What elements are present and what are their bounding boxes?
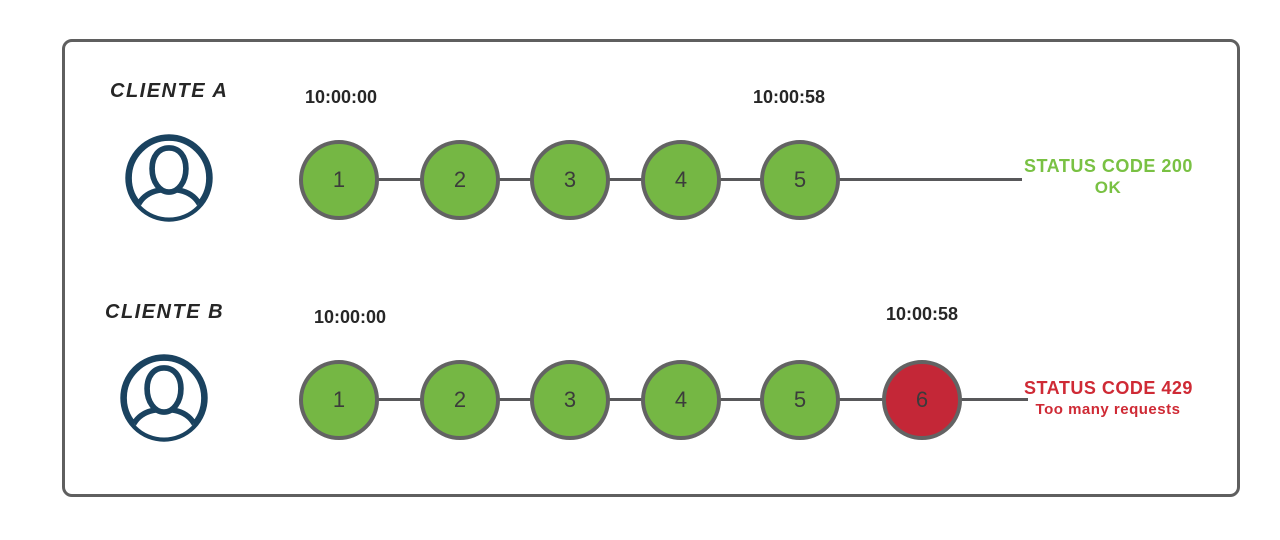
client-b-start-timestamp: 10:00:00 — [313, 307, 387, 327]
request-circle-a1: 1 — [299, 140, 379, 220]
diagram-border-frame — [62, 39, 1240, 497]
request-circle-a5: 5 — [760, 140, 840, 220]
client-b-status-text: STATUS CODE 429 Too many requests — [1024, 377, 1192, 420]
request-circle-b1: 1 — [299, 360, 379, 440]
request-circle-b5: 5 — [760, 360, 840, 440]
request-circle-a4: 4 — [641, 140, 721, 220]
request-circle-b2: 2 — [420, 360, 500, 440]
status-code-200-label: STATUS CODE 200 — [1024, 156, 1193, 176]
user-icon — [125, 134, 213, 222]
status-ok-label: OK — [1094, 178, 1122, 197]
client-a-start-timestamp: 10:00:00 — [304, 87, 378, 107]
request-circle-a2: 2 — [420, 140, 500, 220]
client-b-end-timestamp: 10:00:58 — [885, 304, 959, 324]
request-circle-b6-blocked: 6 — [882, 360, 962, 440]
status-code-429-label: STATUS CODE 429 — [1024, 378, 1193, 398]
request-circle-b3: 3 — [530, 360, 610, 440]
user-icon — [120, 354, 208, 442]
client-a-status-text: STATUS CODE 200 OK — [1024, 155, 1192, 198]
client-a-end-timestamp: 10:00:58 — [752, 87, 826, 107]
client-a-label: CLIENTE A — [110, 80, 229, 102]
request-circle-a3: 3 — [530, 140, 610, 220]
client-b-label: CLIENTE B — [105, 301, 225, 323]
request-circle-b4: 4 — [641, 360, 721, 440]
too-many-requests-label: Too many requests — [1035, 401, 1181, 418]
